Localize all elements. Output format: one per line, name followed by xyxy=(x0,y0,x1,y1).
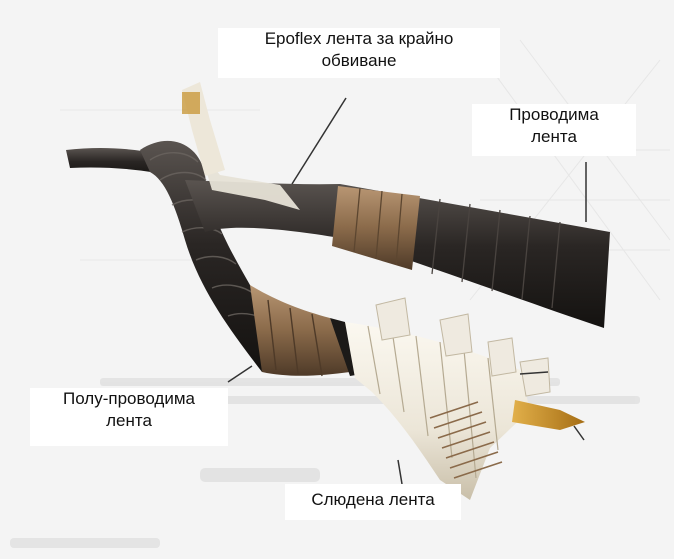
callout-mica-tape: Слюдена лента xyxy=(285,484,461,520)
tape-tab-top xyxy=(182,92,200,114)
callout-conductive-line1: Проводима xyxy=(472,104,636,126)
callout-epoflex-line1: Epoflex лента за крайно xyxy=(218,28,500,50)
callout-semi-conductive-line1: Полу-проводима xyxy=(30,388,228,410)
callout-conductive-tape: Проводима лента xyxy=(472,104,636,156)
callout-epoflex-line2: обвиване xyxy=(218,50,500,72)
callout-epoflex-end-wrapping-tape: Epoflex лента за крайно обвиване xyxy=(218,28,500,78)
callout-conductive-line2: лента xyxy=(472,126,636,148)
callout-mica-line1: Слюдена лента xyxy=(285,484,461,516)
callout-semi-conductive-tape: Полу-проводима лента xyxy=(30,388,228,446)
callout-semi-conductive-line2: лента xyxy=(30,410,228,432)
